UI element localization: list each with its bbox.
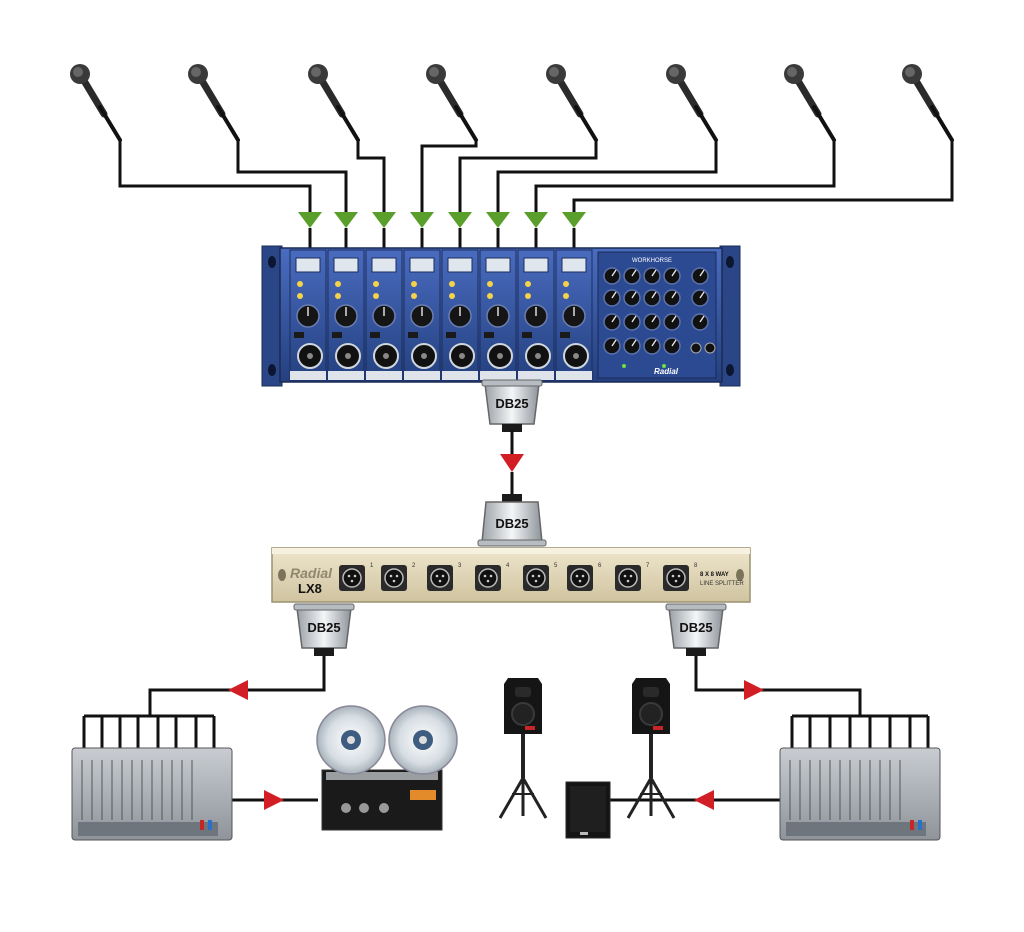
lx8-xlr-input — [566, 564, 594, 592]
input-arrows — [298, 212, 586, 228]
microphone-icon — [546, 64, 596, 140]
rack-title: WORKHORSE — [632, 258, 672, 264]
signal-arrow-icon — [500, 454, 524, 472]
mic-cables — [118, 140, 954, 212]
lx8-xlr-input — [522, 564, 550, 592]
lx8-channel-number: 7 — [646, 563, 650, 569]
db25-label: DB25 — [495, 516, 528, 531]
mic-cable — [356, 140, 386, 212]
lx8-model-label: LX8 — [298, 581, 322, 596]
lx8-xlr-input — [662, 564, 690, 592]
input-arrow-icon — [562, 212, 586, 228]
db25-top-connector: DB25 — [481, 379, 543, 433]
db25-label: DB25 — [679, 620, 712, 635]
lx8-splitter: Radial LX8 1 2 3 4 5 6 7 8 8 X 8 WAY LIN… — [271, 547, 751, 603]
input-arrow-icon — [334, 212, 358, 228]
lx8-channel-number: 3 — [458, 563, 462, 569]
reel-to-reel-icon — [316, 705, 458, 831]
microphone-icon — [70, 64, 120, 140]
lx8-channel-number: 6 — [598, 563, 602, 569]
input-arrow-icon — [448, 212, 472, 228]
microphone-icon — [784, 64, 834, 140]
speaker-icon — [498, 676, 548, 820]
input-arrow-icon — [298, 212, 322, 228]
db25-left-connector: DB25 — [293, 603, 355, 657]
mic-cable — [236, 140, 348, 212]
lx8-xlr-input — [426, 564, 454, 592]
workhorse-rack: WORKHORSE Radial — [261, 245, 741, 387]
lx8-channel-number: 1 — [370, 563, 374, 569]
signal-arrow-icon — [744, 680, 764, 700]
lx8-brand-logo: Radial — [290, 565, 333, 581]
microphone-icon — [188, 64, 238, 140]
lx8-xlr-input — [380, 564, 408, 592]
rack-mixer-knobs — [603, 267, 716, 368]
input-arrow-icon — [372, 212, 396, 228]
mic-cable — [118, 140, 312, 212]
microphone-row — [70, 64, 952, 140]
mic-cable — [458, 140, 598, 212]
lx8-xlr-input — [474, 564, 502, 592]
mic-cable — [420, 140, 478, 212]
mic-cable — [496, 140, 718, 212]
db25-middle-connector: DB25 — [477, 494, 547, 547]
speaker-icon — [626, 676, 676, 820]
db25-right-connector: DB25 — [665, 603, 727, 657]
lx8-channel-number: 2 — [412, 563, 416, 569]
lx8-channel-number: 8 — [694, 563, 698, 569]
mixer-icon — [71, 747, 233, 841]
microphone-icon — [666, 64, 716, 140]
rack-brand-logo: Radial — [654, 367, 679, 376]
signal-arrow-icon — [228, 680, 248, 700]
db25-label: DB25 — [495, 396, 528, 411]
input-arrow-icon — [410, 212, 434, 228]
mixer-icon — [779, 747, 941, 841]
mic-cable — [572, 140, 954, 212]
subwoofer-icon — [565, 781, 611, 839]
lx8-channel-number: 5 — [554, 563, 558, 569]
microphone-icon — [426, 64, 476, 140]
lx8-xlr-input — [614, 564, 642, 592]
input-arrow-icon — [524, 212, 548, 228]
input-arrow-icon — [486, 212, 510, 228]
lx8-xlr-input — [338, 564, 366, 592]
db25-label: DB25 — [307, 620, 340, 635]
lx8-channel-number: 4 — [506, 563, 510, 569]
signal-arrow-icon — [264, 790, 284, 810]
mic-cable — [534, 140, 836, 212]
microphone-icon — [308, 64, 358, 140]
lx8-subtitle: LINE SPLITTER — [700, 581, 744, 587]
signal-arrow-icon — [694, 790, 714, 810]
microphone-icon — [902, 64, 952, 140]
lx8-title: 8 X 8 WAY — [700, 572, 729, 578]
